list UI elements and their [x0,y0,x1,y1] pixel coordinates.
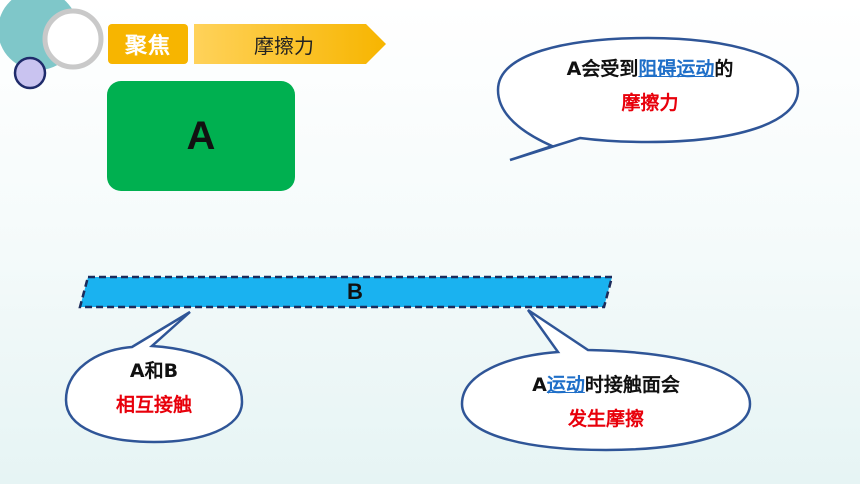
bubble-bottom-right-suffix: 时接触面会 [584,374,680,396]
bubble-top-right-suffix: 的 [714,58,734,80]
bubble-bottom-right-line2: 发生摩擦 [567,408,644,430]
bubble-top-right-line1: A会受到阻碍运动的 [510,52,790,86]
bubble-bottom-left-line1: A和B [129,360,179,382]
bubble-bottom-right-prefix: A [532,374,547,396]
lavender-circle-decoration [13,56,47,90]
speech-bubble-top-right [496,36,800,162]
speech-bubble-bottom-left [64,310,244,444]
topic-title: 摩擦力 [254,33,314,58]
speech-bubble-bottom-right [460,308,752,452]
bubble-top-right-line2: 摩擦力 [621,92,679,114]
bubble-bottom-right-text: A运动时接触面会 发生摩擦 [470,368,742,436]
bubble-top-right-prefix: A会受到 [566,58,639,80]
title-arrow-banner [194,24,386,64]
white-ring-decoration [42,8,104,70]
bubble-top-right-text: A会受到阻碍运动的 摩擦力 [510,52,790,120]
bubble-bottom-right-line1: A运动时接触面会 [470,368,742,402]
decorative-circles [0,0,104,90]
bubble-bottom-left-text: A和B 相互接触 [72,354,236,422]
plank-b-label: B [347,279,363,304]
bubble-bottom-right-highlight: 运动 [546,374,585,396]
block-a: A [107,81,295,191]
bubble-bottom-left-line2: 相互接触 [115,394,192,416]
bubble-top-right-highlight: 阻碍运动 [638,58,715,80]
plank-b [78,275,614,309]
focus-tag: 聚焦 [108,24,188,64]
